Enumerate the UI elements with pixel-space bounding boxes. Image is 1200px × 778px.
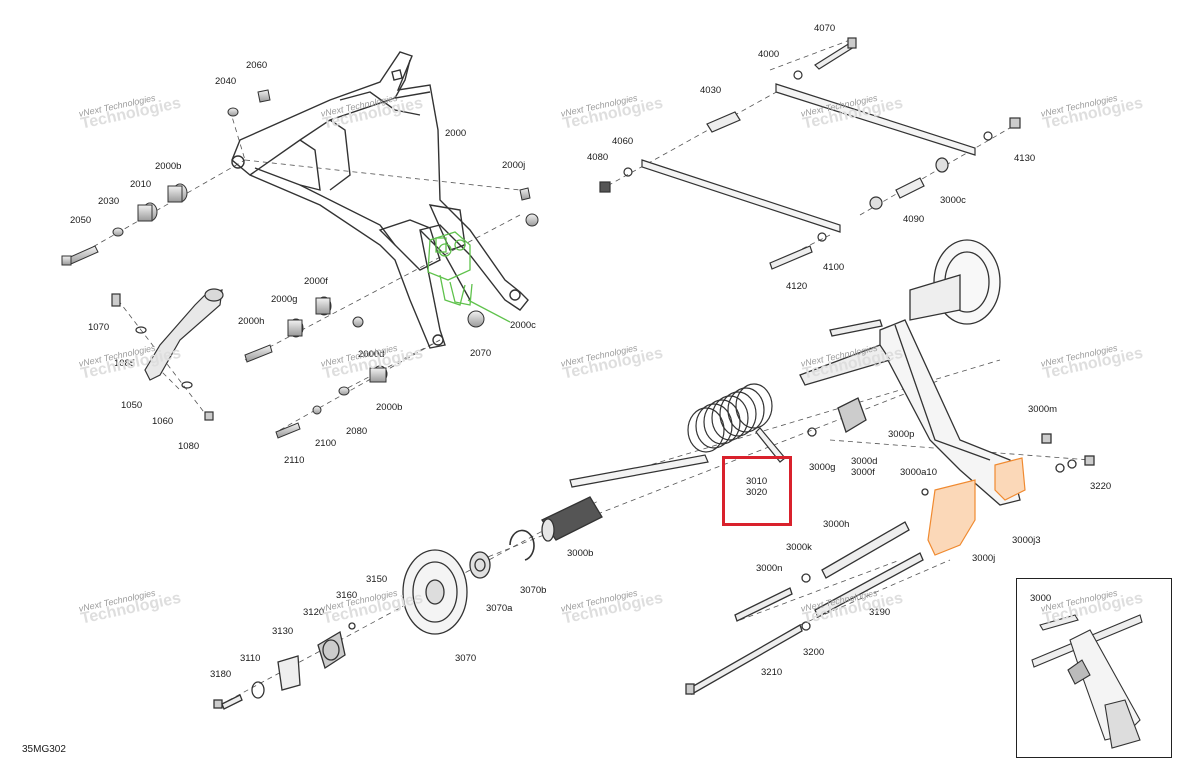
callout-1060: 1060 — [152, 416, 174, 427]
assembly-inset-frame — [1016, 578, 1172, 758]
callout-4030: 4030 — [700, 85, 722, 96]
callout-3210: 3210 — [761, 667, 783, 678]
callout-3200: 3200 — [803, 647, 825, 658]
lever-1050-group — [111, 288, 224, 421]
callout-4120: 4120 — [786, 281, 808, 292]
callout-2000f: 2000f — [304, 276, 328, 287]
callout-2060: 2060 — [246, 60, 268, 71]
callout-4100: 4100 — [823, 262, 845, 273]
callout-4000: 4000 — [758, 49, 780, 60]
callout-2050: 2050 — [70, 215, 92, 226]
callout-2040: 2040 — [215, 76, 237, 87]
callout-2000h: 2000h — [238, 316, 265, 327]
callout-2010: 2010 — [130, 179, 152, 190]
callout-3000a10: 3000a10 — [900, 467, 937, 478]
callout-2110: 2110 — [284, 455, 305, 466]
callout-2000b-top: 2000b — [155, 161, 182, 172]
callout-3000p: 3000p — [888, 429, 915, 440]
callout-2000d: 2000d — [358, 349, 385, 360]
frame-small-parts — [61, 89, 539, 439]
callout-3110: 3110 — [240, 653, 261, 664]
callout-4130: 4130 — [1014, 153, 1036, 164]
callout-3180: 3180 — [210, 669, 232, 680]
callout-3000b: 3000b — [567, 548, 594, 559]
callout-3160: 3160 — [336, 590, 358, 601]
callout-3000g: 3000g — [809, 462, 836, 473]
callout-4090: 4090 — [903, 214, 925, 225]
callout-2000: 2000 — [445, 128, 467, 139]
callout-3070b: 3070b — [520, 585, 547, 596]
callout-2000j: 2000j — [502, 160, 526, 171]
callout-3120: 3120 — [303, 607, 325, 618]
callout-2000c: 2000c — [510, 320, 536, 331]
callout-3000j: 3000j — [972, 553, 996, 564]
callout-2070: 2070 — [470, 348, 492, 359]
inset-label: 3000 — [1030, 593, 1052, 604]
callout-1050: 1050 — [121, 400, 143, 411]
callout-3000h: 3000h — [823, 519, 850, 530]
callout-3020: 3020 — [746, 487, 768, 498]
callout-3070: 3070 — [455, 653, 477, 664]
callout-2000g: 2000g — [271, 294, 298, 305]
idler-wheel-3070-group — [213, 496, 603, 710]
highlighted-callout-box — [722, 456, 792, 526]
diagram-reference-code: 35MG302 — [22, 744, 66, 755]
callout-3010: 3010 — [746, 476, 768, 487]
bracket-2000c-green — [427, 231, 511, 323]
callout-4070: 4070 — [814, 23, 836, 34]
callout-3130: 3130 — [272, 626, 294, 637]
callout-3000d: 3000d — [851, 456, 878, 467]
callout-3150: 3150 — [366, 574, 388, 585]
inset-assembly-drawing — [1031, 614, 1143, 749]
callout-2000b-mid: 2000b — [376, 402, 403, 413]
callout-3000c: 3000c — [940, 195, 966, 206]
callout-2080: 2080 — [346, 426, 368, 437]
link-rods-4000-group — [599, 37, 1021, 270]
spring-3010-group — [569, 383, 786, 488]
frame-2000-group — [69, 51, 529, 431]
bracket-3000j-orange — [927, 457, 1026, 556]
callout-2030: 2030 — [98, 196, 120, 207]
callout-3000m: 3000m — [1028, 404, 1058, 415]
callout-4080: 4080 — [587, 152, 609, 163]
callout-3190: 3190 — [869, 607, 891, 618]
callout-1080: 1080 — [178, 441, 200, 452]
callout-1085: 1085 — [114, 358, 136, 369]
callout-2100: 2100 — [315, 438, 337, 449]
callout-3000n: 3000n — [756, 563, 783, 574]
callout-1070: 1070 — [88, 322, 110, 333]
callout-3000j3: 3000j3 — [1012, 535, 1041, 546]
callout-3070a: 3070a — [486, 603, 513, 614]
callout-3000k: 3000k — [786, 542, 812, 553]
callout-4060: 4060 — [612, 136, 634, 147]
callout-3220: 3220 — [1090, 481, 1112, 492]
callout-3000f: 3000f — [851, 467, 875, 478]
